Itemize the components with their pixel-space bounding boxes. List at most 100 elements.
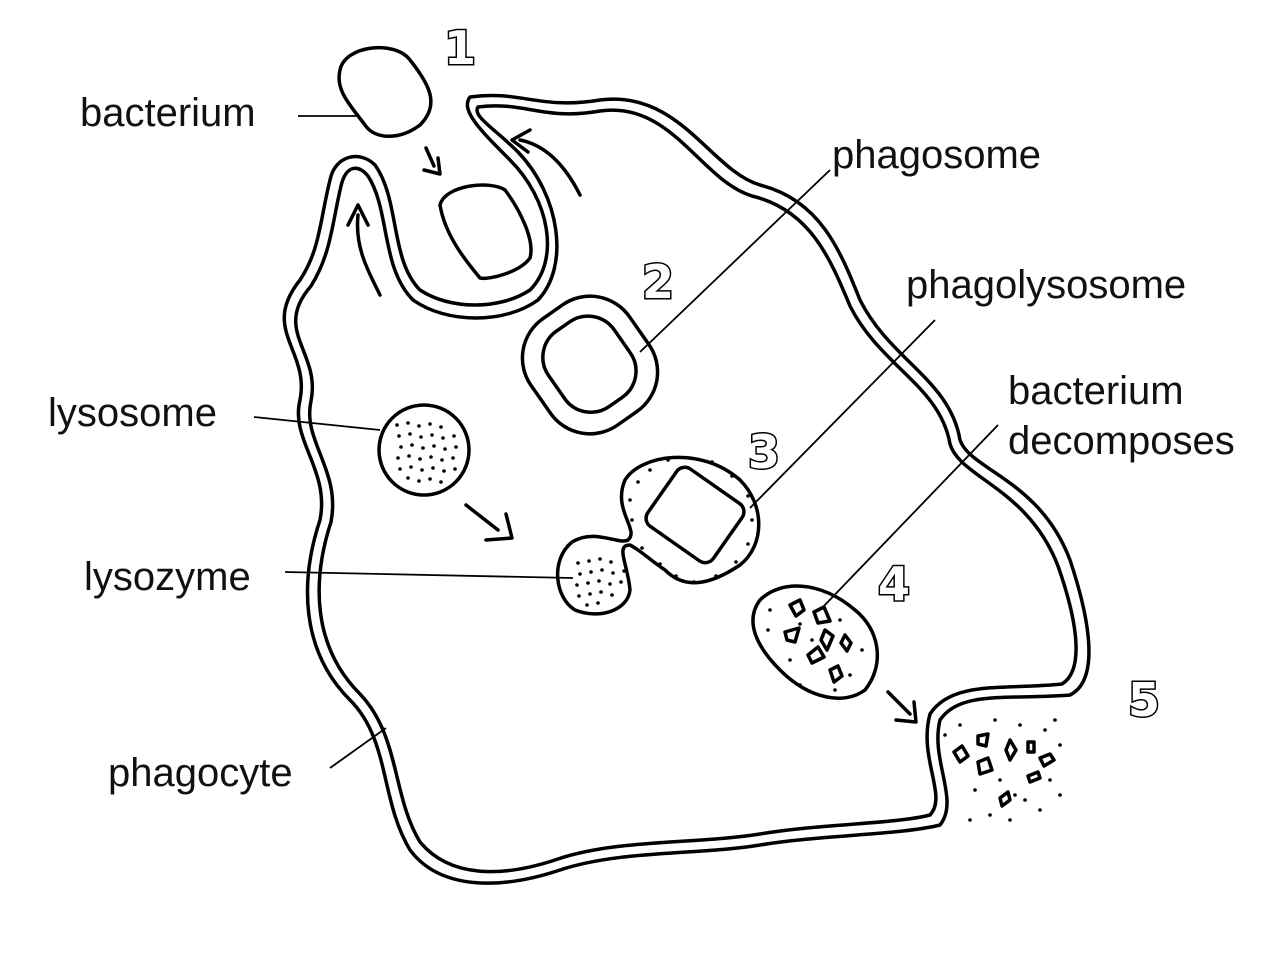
step-3-number: 3 [748,425,780,479]
phagolysosome [556,455,761,616]
stipple-dot [441,436,445,440]
stipple-dot [396,456,400,460]
bacterium-engulfed [438,183,533,281]
stipple-dot [833,688,837,692]
stipple-dot [577,594,581,598]
stipple-dot [766,628,770,632]
stipple-dot [730,474,734,478]
engulf-arrow [422,146,442,176]
stipple-dot [420,468,424,472]
stipple-dot [609,560,613,564]
label-lysozyme: lysozyme [84,555,251,599]
stipple-dot [628,498,632,502]
stipple-dot [610,593,614,597]
stipple-dot [576,561,580,565]
stipple-dot [428,477,432,481]
exocytosis-arrow [886,690,918,724]
label-phagocyte: phagocyte [108,751,293,795]
stipple-dot [692,580,696,584]
stipple-dot [439,480,443,484]
phagosome-leader [639,169,831,353]
stipple-dot [600,568,604,572]
stipple-dot [407,454,411,458]
stipple-dot [622,569,626,573]
stipple-dot [406,421,410,425]
stipple-dot [611,571,615,575]
stipple-dot [419,435,423,439]
stipple-dot [451,456,455,460]
stipple-dot [788,658,792,662]
stipple-dot [1013,793,1017,797]
stipple-dot [428,422,432,426]
label-lysosome: lysosome [48,391,217,435]
stipple-dot [598,557,602,561]
stipple-dot [453,467,457,471]
step-5-number: 5 [1128,673,1160,727]
stipple-dot [1053,718,1057,722]
lysozyme-leader [284,571,574,579]
stipple-dot [443,447,447,451]
stipple-dot [589,570,593,574]
label-bacterium-decomposes-line1: bacterium [1008,369,1184,413]
stipple-dot [395,423,399,427]
stipple-dot [454,445,458,449]
stipple-dot [578,572,582,576]
stipple-dot [710,460,714,464]
stipple-dot [586,581,590,585]
stipple-dot [958,723,962,727]
stipple-dot [968,818,972,822]
stipple-dot [421,446,425,450]
stipple-dot [1043,728,1047,732]
stipple-dot [998,778,1002,782]
stipple-dot [597,579,601,583]
stipple-dot [1058,793,1062,797]
pseudopod-arrows [346,128,582,297]
stipple-dot [688,456,692,460]
stipple-dot [596,601,600,605]
stipple-dot [658,562,662,566]
lysosome-leader [253,416,381,431]
bacterium-outside [337,46,433,138]
step-2-number: 2 [642,255,674,309]
lysosome-arrow [464,503,514,542]
phagosome [520,294,660,436]
label-bacterium-decomposes-line2: decomposes [1008,419,1235,463]
stipple-dot [608,582,612,586]
step-1-number: 1 [444,21,476,75]
stipple-dot [674,574,678,578]
stipple-dot [408,432,412,436]
stipple-dot [848,673,852,677]
stipple-dot [746,542,750,546]
stipple-dot [440,458,444,462]
stipple-dot [417,424,421,428]
stipple-dot [734,560,738,564]
stipple-dot [988,813,992,817]
stipple-dot [431,466,435,470]
step-4-number: 4 [878,557,910,611]
debris [943,718,1062,822]
stipple-dot [714,574,718,578]
stipple-dot [750,518,754,522]
stipple-dot [648,468,652,472]
stipple-dot [588,592,592,596]
stipple-dot [810,638,814,642]
stipple-dot [418,457,422,461]
label-phagosome: phagosome [832,133,1041,177]
label-phagolysosome: phagolysosome [906,263,1186,307]
stipple-dot [798,683,802,687]
stipple-dot [1058,743,1062,747]
stipple-dot [746,494,750,498]
stipple-dot [452,434,456,438]
stipple-dot [860,648,864,652]
stipple-dot [636,480,640,484]
stipple-dot [838,618,842,622]
stipple-dot [1008,818,1012,822]
stipple-dot [599,590,603,594]
stipple-dot [943,733,947,737]
stipple-dot [409,465,413,469]
stipple-dot [798,622,802,626]
stipple-dot [666,458,670,462]
stipple-dot [432,444,436,448]
stipple-dot [1018,723,1022,727]
